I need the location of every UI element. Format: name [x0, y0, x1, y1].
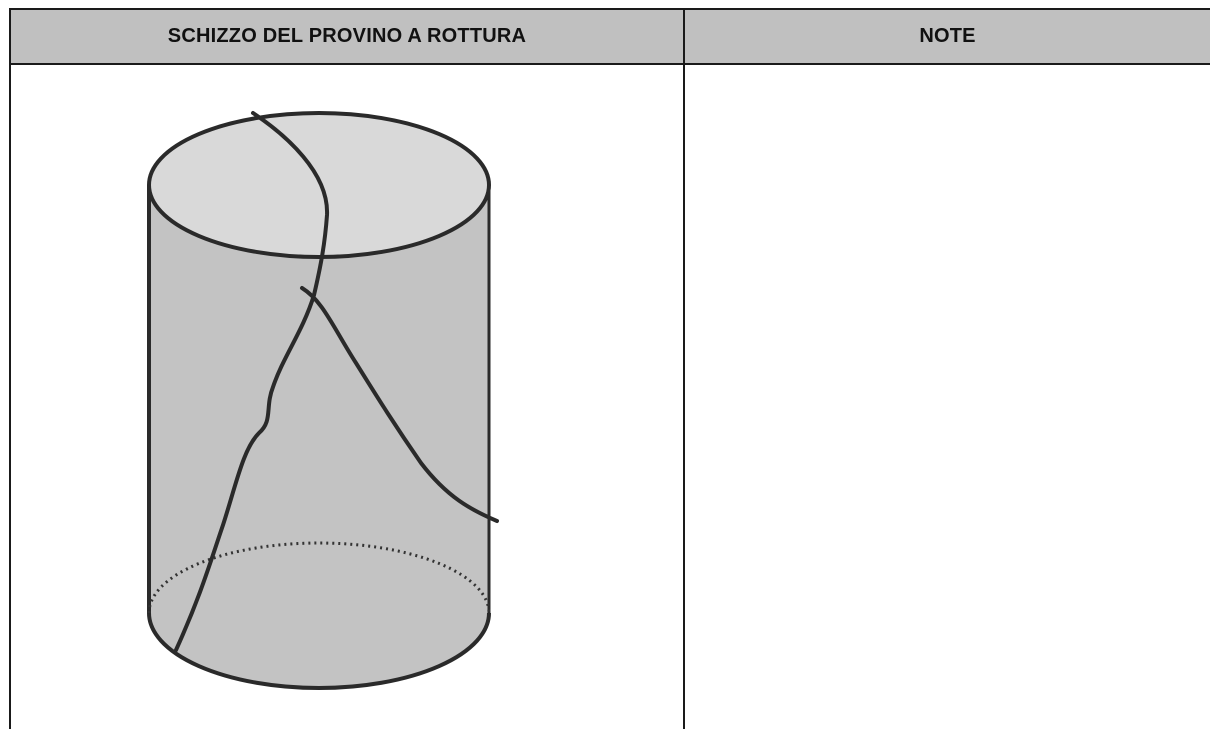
specimen-fracture-sketch	[147, 111, 499, 690]
fracture-line-main	[174, 111, 330, 652]
sketch-cell	[9, 65, 684, 729]
cylinder-top-face	[147, 111, 491, 259]
fracture-line-branch	[300, 286, 499, 523]
header-notes-column: NOTE	[684, 8, 1210, 65]
cylinder-body	[149, 185, 489, 688]
cylinder-bottom-hidden-edge	[147, 541, 491, 614]
header-sketch-column: SCHIZZO DEL PROVINO A ROTTURA	[9, 8, 684, 65]
cylinder-bottom-front-edge	[147, 612, 491, 690]
notes-cell[interactable]	[684, 65, 1210, 729]
